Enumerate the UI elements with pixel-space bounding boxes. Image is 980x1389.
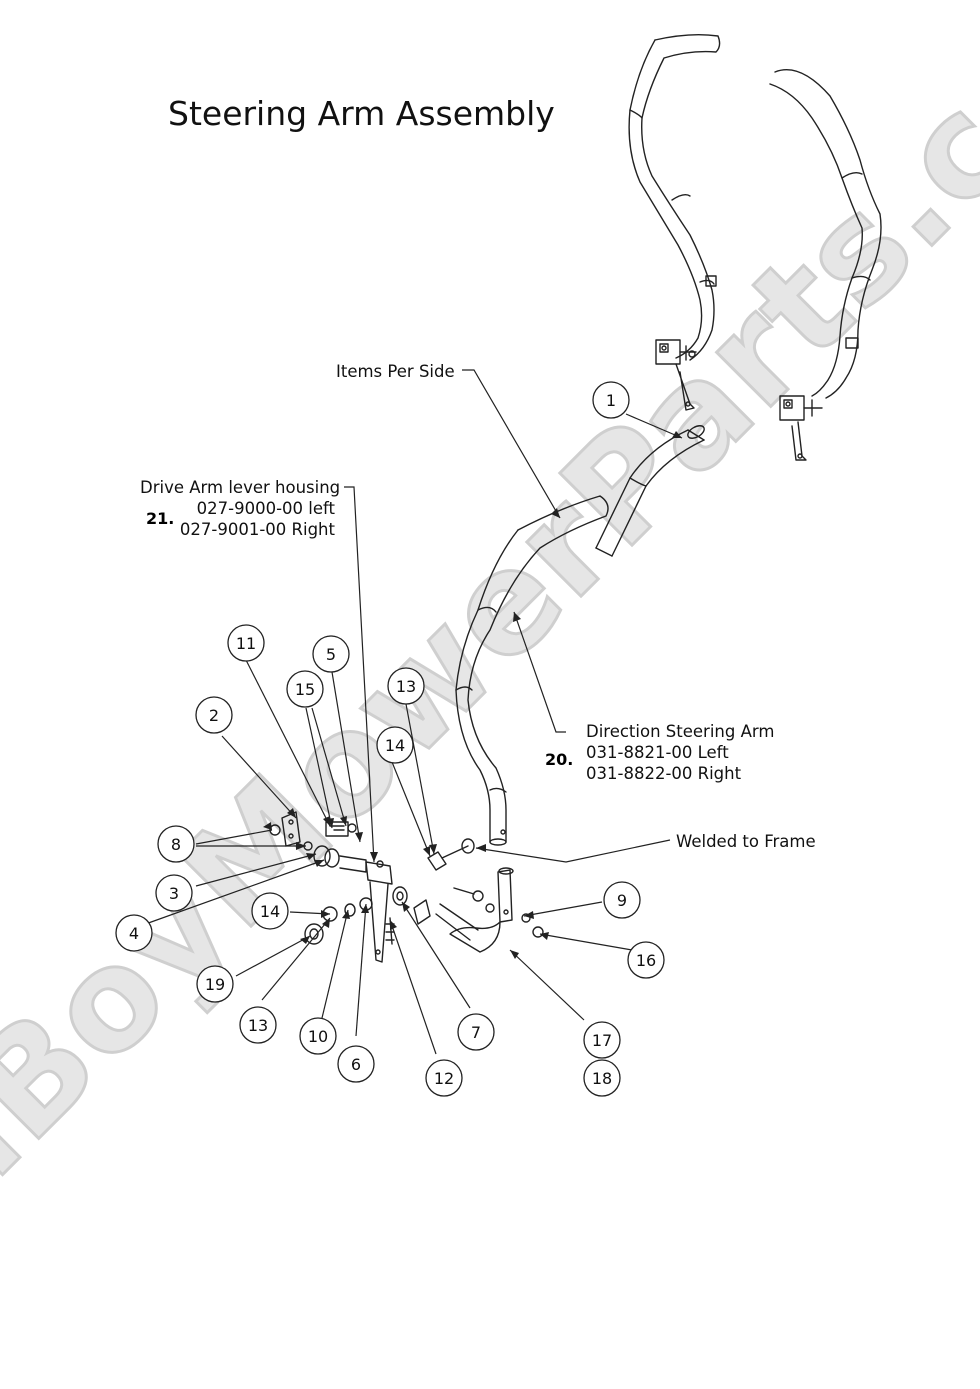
callout-13b: 13 [248,1016,268,1035]
callout-4: 4 [129,924,139,943]
drive-arm-note: Drive Arm lever housing 027-9000-00 left… [140,477,341,540]
direction-arm-line2: 031-8821-00 Left [586,743,729,762]
callout-12: 12 [434,1069,454,1088]
callout-18: 18 [592,1069,612,1088]
direction-arm-note: Direction Steering Arm 031-8821-00 Left … [586,721,774,784]
grip-tube [595,425,705,557]
callout-3: 3 [169,884,179,903]
welded-to-frame-label: Welded to Frame [676,832,816,851]
steering-arm-assembly-right-view [769,69,882,461]
callout-5: 5 [326,645,336,664]
callout-14a: 14 [385,736,405,755]
callout-2: 2 [209,706,219,725]
direction-steering-arm [455,495,609,846]
items-per-side-label: Items Per Side [336,362,455,381]
callout-11: 11 [236,634,256,653]
callout-14b: 14 [260,902,280,921]
direction-arm-line3: 031-8822-00 Right [586,764,742,783]
drive-arm-item-number: 21. [146,509,175,528]
callout-7: 7 [471,1023,481,1042]
callout-15: 15 [295,680,315,699]
drive-arm-line1: Drive Arm lever housing [140,478,341,497]
leader-arrowheads [263,431,682,959]
callout-6: 6 [351,1055,361,1074]
callout-10: 10 [308,1027,328,1046]
callout-13a: 13 [396,677,416,696]
drive-arm-line3: 027-9001-00 Right [179,520,335,539]
callout-numbers: 1 2 3 4 5 6 7 8 9 10 11 12 13 13 14 14 1… [129,391,656,1088]
callout-9: 9 [617,891,627,910]
callout-16: 16 [636,951,656,970]
lower-assembly [269,811,544,963]
callout-8: 8 [171,835,181,854]
drive-arm-line2: 027-9000-00 left [196,499,335,518]
page-title: Steering Arm Assembly [168,94,555,133]
direction-arm-line1: Direction Steering Arm [586,722,775,741]
callout-1: 1 [606,391,616,410]
callout-17: 17 [592,1031,612,1050]
leader-lines [139,369,683,1055]
callout-19: 19 [205,975,225,994]
callout-circles [115,381,665,1097]
steering-arm-assembly-left-view [628,33,721,411]
assembly-diagram: 1 2 3 4 5 6 7 8 9 10 11 12 13 13 14 14 1… [115,33,882,1097]
direction-arm-item-number: 20. [545,750,574,769]
